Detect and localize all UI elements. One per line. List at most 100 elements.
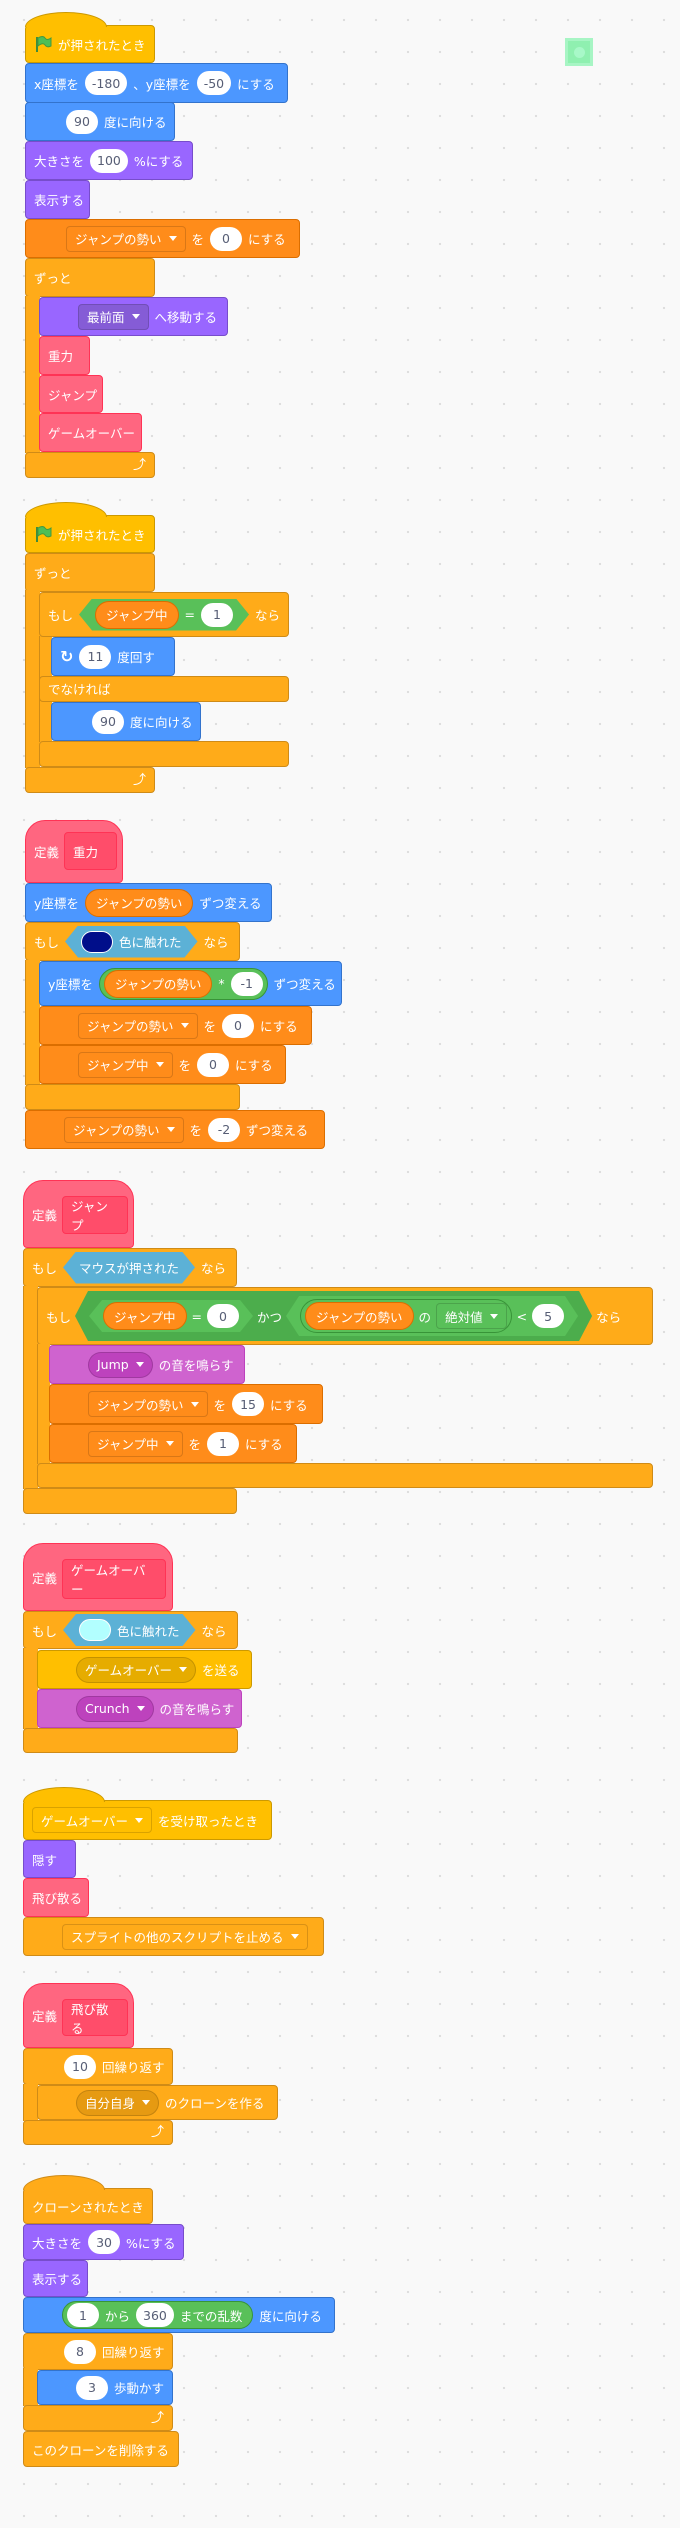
variable-reporter[interactable]: ジャンプ中 — [95, 601, 179, 629]
size-input[interactable]: 100 — [90, 148, 128, 173]
if-block[interactable]: もし マウスが押された なら — [23, 1248, 237, 1287]
color-swatch[interactable] — [81, 931, 113, 953]
stop-block[interactable]: スプライトの他のスクリプトを止める — [23, 1917, 324, 1956]
less-than-operator[interactable]: ジャンプの勢い の 絶対値 < 5 — [286, 1296, 578, 1336]
variable-dropdown[interactable]: ジャンプ中 — [88, 1430, 183, 1457]
equals-operator[interactable]: ジャンプ中 = 1 — [79, 599, 249, 631]
set-size-block[interactable]: 大きさを 100 %にする — [25, 141, 193, 180]
direction-input[interactable]: 90 — [66, 109, 98, 134]
if-else-block[interactable]: もし ジャンプ中 = 1 なら — [39, 592, 289, 637]
set-variable-block[interactable]: ジャンプ中 を 1 にする — [49, 1424, 297, 1463]
if-block[interactable]: もし ジャンプ中 = 0 かつ ジャンプの勢い の 絶対値 < 5 なら — [37, 1287, 653, 1345]
procedure-prototype[interactable]: ゲームオーバー — [62, 1559, 166, 1599]
value-input[interactable]: 15 — [232, 1392, 265, 1416]
point-direction-block[interactable]: 90 度に向ける — [51, 702, 201, 741]
when-flag-clicked-hat[interactable]: が押されたとき — [25, 12, 155, 63]
value-input[interactable]: -1 — [230, 971, 263, 996]
change-variable-block[interactable]: ジャンプの勢い を -2 ずつ変える — [25, 1110, 325, 1149]
value-input[interactable]: 0 — [210, 226, 243, 251]
direction-input[interactable]: 90 — [92, 709, 124, 734]
layer-dropdown[interactable]: 最前面 — [78, 303, 149, 330]
create-clone-block[interactable]: 自分自身 のクローンを作る — [37, 2085, 278, 2120]
message-dropdown[interactable]: ゲームオーバー — [76, 1656, 197, 1683]
x-input[interactable]: -180 — [84, 71, 128, 95]
and-operator[interactable]: ジャンプ中 = 0 かつ ジャンプの勢い の 絶対値 < 5 — [75, 1291, 592, 1341]
variable-dropdown[interactable]: ジャンプの勢い — [64, 1116, 184, 1143]
variable-dropdown[interactable]: ジャンプの勢い — [78, 1012, 198, 1039]
value-input[interactable]: 0 — [207, 1304, 239, 1328]
show-block[interactable]: 表示する — [25, 180, 90, 219]
point-direction-block[interactable]: 90 度に向ける — [25, 102, 175, 141]
if-block[interactable]: もし 色に触れた なら — [25, 922, 240, 961]
show-block[interactable]: 表示する — [23, 2260, 88, 2297]
touching-color-sensor[interactable]: 色に触れた — [63, 1614, 196, 1646]
value-input[interactable]: 1 — [201, 603, 233, 627]
move-steps-block[interactable]: 3 歩動かす — [37, 2370, 173, 2405]
set-variable-block[interactable]: ジャンプ中 を 0 にする — [39, 1045, 286, 1084]
to-input[interactable]: 360 — [136, 2303, 174, 2327]
stop-option-dropdown[interactable]: スプライトの他のスクリプトを止める — [62, 1923, 308, 1950]
math-function-operator[interactable]: ジャンプの勢い の 絶対値 — [300, 1299, 512, 1333]
message-dropdown[interactable]: ゲームオーバー — [32, 1807, 153, 1833]
variable-reporter[interactable]: ジャンプの勢い — [305, 1302, 414, 1330]
function-dropdown[interactable]: 絶対値 — [436, 1303, 507, 1329]
set-variable-block[interactable]: ジャンプの勢い を 15 にする — [49, 1384, 323, 1424]
set-size-block[interactable]: 大きさを 30 %にする — [23, 2224, 184, 2260]
when-i-receive-hat[interactable]: ゲームオーバー を受け取ったとき — [23, 1787, 272, 1840]
random-operator[interactable]: 1 から 360 までの乱数 — [62, 2301, 254, 2329]
value-input[interactable]: -2 — [208, 1117, 241, 1142]
turn-right-block[interactable]: ↻ 11 度回す — [51, 637, 175, 676]
y-input[interactable]: -50 — [196, 71, 232, 95]
call-game-over-block[interactable]: ゲームオーバー — [39, 413, 142, 452]
count-input[interactable]: 8 — [64, 2339, 96, 2364]
go-to-xy-block[interactable]: x座標を -180 、y座標を -50 にする — [25, 63, 288, 103]
variable-reporter[interactable]: ジャンプ中 — [103, 1302, 187, 1330]
call-gravity-block[interactable]: 重力 — [39, 336, 90, 375]
mouse-down-sensor[interactable]: マウスが押された — [63, 1252, 195, 1284]
procedure-prototype[interactable]: 重力 — [64, 832, 117, 870]
repeat-block[interactable]: 8 回繰り返す — [23, 2333, 173, 2370]
value-input[interactable]: 0 — [197, 1052, 230, 1077]
count-input[interactable]: 10 — [64, 2054, 96, 2079]
value-input[interactable]: 5 — [532, 1304, 564, 1328]
start-sound-block[interactable]: Jump の音を鳴らす — [49, 1345, 245, 1384]
degrees-input[interactable]: 11 — [79, 644, 112, 669]
variable-dropdown[interactable]: ジャンプの勢い — [66, 225, 186, 252]
hide-block[interactable]: 隠す — [23, 1840, 76, 1878]
sound-dropdown[interactable]: Crunch — [76, 1695, 154, 1722]
steps-input[interactable]: 3 — [76, 2375, 108, 2400]
if-block[interactable]: もし 色に触れた なら — [23, 1611, 238, 1649]
start-sound-block[interactable]: Crunch の音を鳴らす — [37, 1689, 242, 1728]
sound-dropdown[interactable]: Jump — [88, 1351, 153, 1378]
delete-clone-block[interactable]: このクローンを削除する — [23, 2431, 179, 2467]
call-scatter-block[interactable]: 飛び散る — [23, 1878, 89, 1917]
procedure-prototype[interactable]: 飛び散る — [62, 1999, 128, 2036]
change-y-block[interactable]: y座標を ジャンプの勢い ずつ変える — [25, 883, 272, 922]
repeat-block[interactable]: 10 回繰り返す — [23, 2048, 173, 2085]
go-to-front-block[interactable]: 最前面 へ移動する — [39, 297, 228, 336]
change-y-block[interactable]: y座標を ジャンプの勢い * -1 ずつ変える — [39, 961, 342, 1006]
color-swatch[interactable] — [79, 1619, 111, 1641]
procedure-prototype[interactable]: ジャンプ — [62, 1196, 128, 1234]
variable-dropdown[interactable]: ジャンプ中 — [78, 1051, 173, 1078]
equals-operator[interactable]: ジャンプ中 = 0 — [89, 1300, 253, 1332]
multiply-operator[interactable]: ジャンプの勢い * -1 — [98, 967, 268, 1000]
value-input[interactable]: 1 — [207, 1431, 240, 1456]
from-input[interactable]: 1 — [67, 2303, 99, 2327]
when-flag-clicked-hat[interactable]: が押されたとき — [25, 502, 155, 553]
call-jump-block[interactable]: ジャンプ — [39, 375, 103, 413]
broadcast-block[interactable]: ゲームオーバー を送る — [37, 1650, 252, 1689]
set-variable-block[interactable]: ジャンプの勢い を 0 にする — [39, 1006, 312, 1045]
touching-color-sensor[interactable]: 色に触れた — [65, 926, 198, 958]
clone-target-dropdown[interactable]: 自分自身 — [76, 2089, 160, 2116]
forever-block[interactable]: ずっと — [25, 258, 155, 297]
when-start-as-clone-hat[interactable]: クローンされたとき — [23, 2175, 153, 2224]
set-variable-block[interactable]: ジャンプの勢い を 0 にする — [25, 219, 300, 258]
point-direction-block[interactable]: 1 から 360 までの乱数 度に向ける — [23, 2297, 335, 2333]
size-input[interactable]: 30 — [88, 2230, 121, 2254]
value-input[interactable]: 0 — [222, 1013, 255, 1038]
variable-reporter[interactable]: ジャンプの勢い — [103, 969, 213, 998]
variable-dropdown[interactable]: ジャンプの勢い — [88, 1391, 208, 1417]
variable-reporter[interactable]: ジャンプの勢い — [84, 888, 194, 917]
forever-block[interactable]: ずっと — [25, 553, 155, 592]
